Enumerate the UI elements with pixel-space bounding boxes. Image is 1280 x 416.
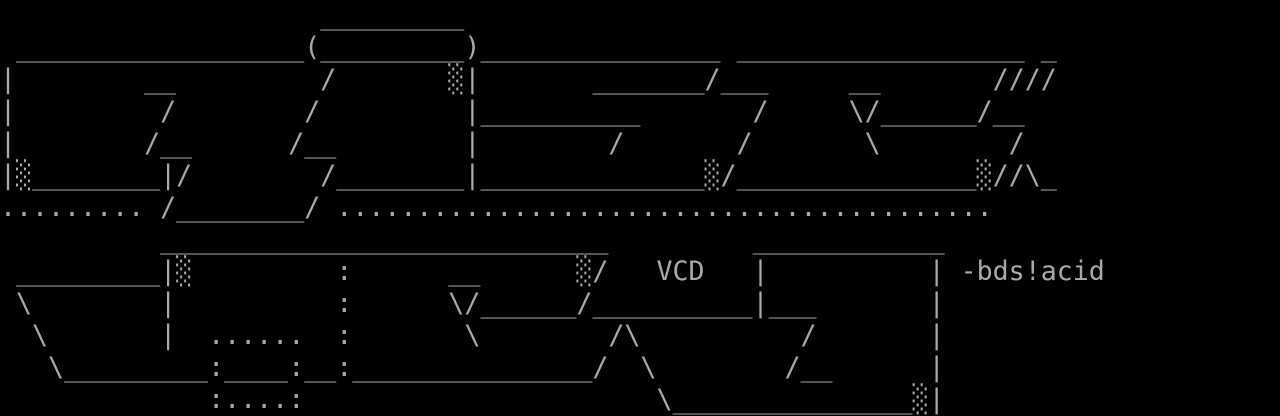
ascii-art-line: \ | ...... : \ /\ / | [0, 320, 945, 351]
ascii-art-line: :....: \_______________░| [0, 384, 945, 415]
ascii-art-line-signature: _________|░ : __ ░/ VCD | | -bds!acid [0, 256, 1105, 287]
ascii-art-line: |░________|/ /________|______________░/_… [0, 160, 1057, 191]
ascii-art-line: _________ [0, 0, 465, 31]
ascii-art-line: | / / |__________ / \/______/__ [0, 96, 1025, 127]
ascii-art-line: | __ / ░| _______/___ __ //// [0, 64, 1057, 95]
ascii-art-line: __________________(_________)___________… [0, 32, 1057, 63]
ascii-art-line: \ | : \/______/__________|___ | [0, 288, 945, 319]
ascii-art-line: | /__ /__ | / / \ / [0, 128, 1025, 159]
ascii-art-line: \_________:____:__:_______________/ \ /_… [0, 352, 945, 383]
ascii-art-line: ____________________________ ___________… [0, 224, 945, 255]
ascii-art-line: ......... /________/ ...................… [0, 192, 993, 223]
